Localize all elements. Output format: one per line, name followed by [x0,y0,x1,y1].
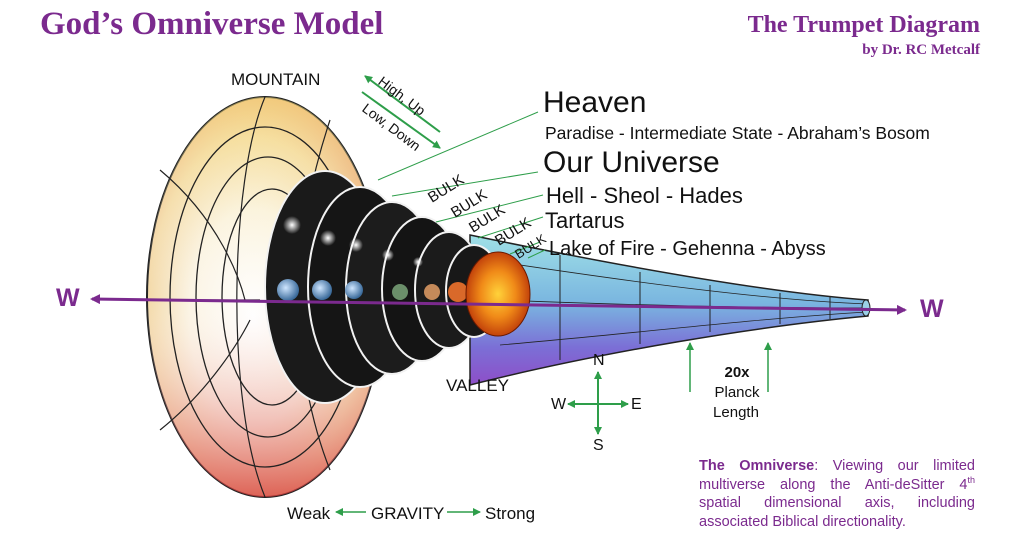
compass-west: W [551,396,567,413]
caption-superscript: th [967,474,975,485]
label-heaven: Heaven [543,86,647,119]
caption-lead: The Omniverse [699,458,815,474]
caption-text-after: spatial dimensional axis, including asso… [699,495,975,530]
low-down-arrow [361,91,441,149]
caption-text-before: Viewing our limited multiverse along the… [699,458,976,493]
compass-north: N [593,352,605,369]
planck-multiplier: 20x [724,364,750,381]
high-up-arrow [364,75,441,133]
label-valley: VALLEY [446,376,510,395]
planck-label: Planck [714,384,760,401]
caption-colon: : [814,458,833,474]
pointer-lines [377,111,546,259]
gravity-strong-label: Strong [485,504,536,523]
caption: The Omniverse: Viewing our limited multi… [699,457,975,531]
label-mountain: MOUNTAIN [231,70,321,89]
w-axis-arrow [90,294,907,315]
author-byline: by Dr. RC Metcalf [862,42,980,58]
diagram-subtitle: The Trumpet Diagram [747,12,980,38]
compass-east: E [631,396,642,413]
w-axis-label-right: W [920,295,944,323]
page-title: God’s Omniverse Model [40,6,384,42]
gravity-label: GRAVITY [371,504,445,523]
compass-south: S [593,437,604,454]
compass-rose [567,371,629,435]
length-label: Length [713,404,759,421]
gravity-weak-label: Weak [287,504,331,523]
label-lake-of-fire: Lake of Fire - Gehenna - Abyss [549,238,826,260]
label-our-universe: Our Universe [543,146,720,179]
label-hell: Hell - Sheol - Hades [546,183,743,208]
universe-discs [264,170,531,404]
label-tartarus: Tartarus [545,208,625,233]
label-paradise: Paradise - Intermediate State - Abraham’… [545,123,930,143]
w-axis-label-left: W [56,284,80,312]
